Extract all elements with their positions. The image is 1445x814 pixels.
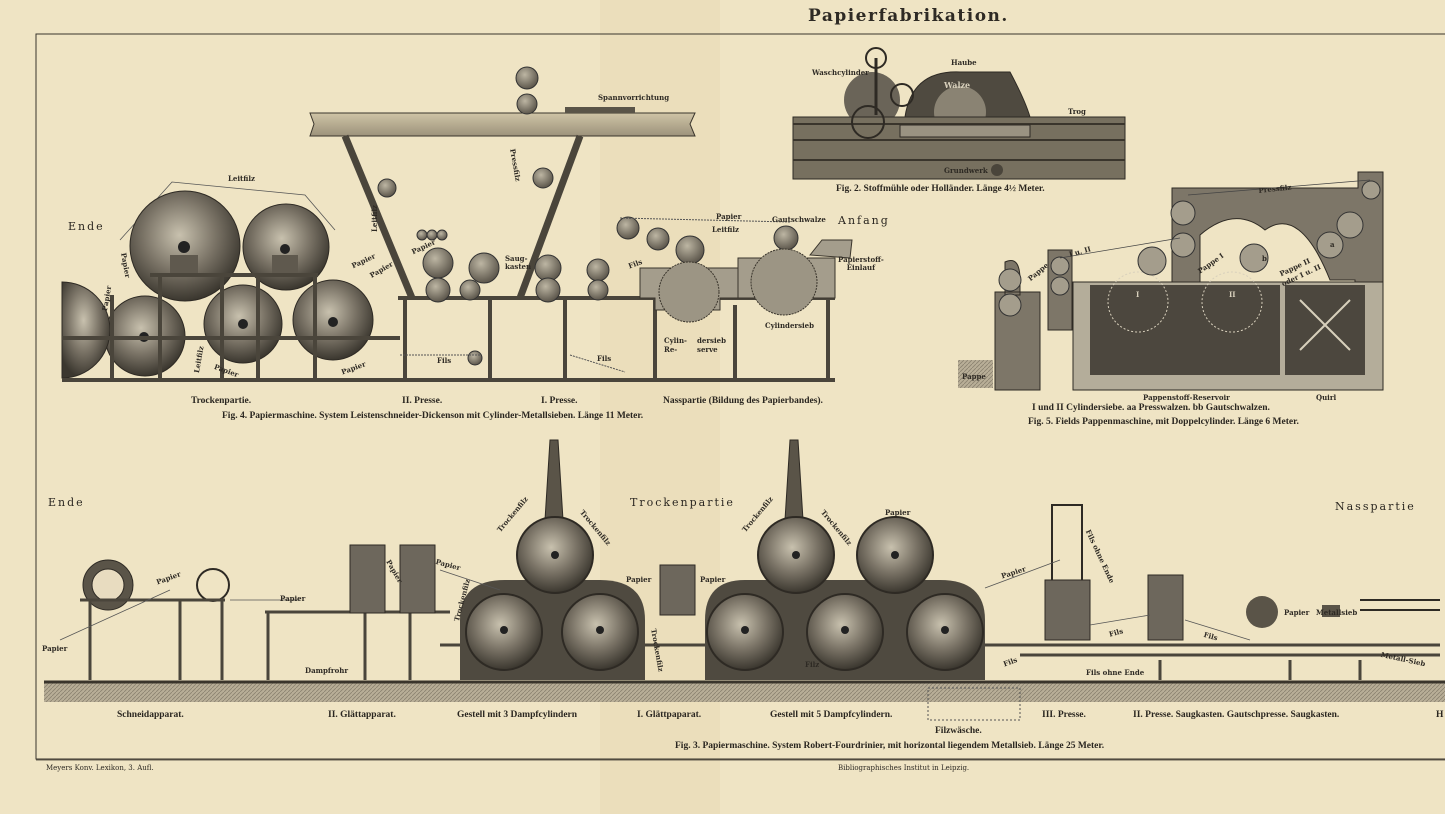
label-leitfilz: Leitfilz [712, 225, 739, 234]
label-fils: Fils [437, 356, 452, 365]
label-papierstoff-einlauf: Papierstoff-Einlauf [838, 256, 884, 272]
label-anfang: Anfang [838, 214, 890, 227]
label-reservoir: Pappenstoff-Reservoir [1143, 393, 1230, 402]
reserve-line4: serve [697, 345, 718, 354]
label-papier: Papier [716, 212, 742, 221]
label-papier: Papier [885, 508, 911, 517]
section-wet-end: II. Presse. Saugkasten. Gautschpresse. S… [1133, 710, 1340, 720]
footer-publisher: Meyers Konv. Lexikon, 3. Aufl. [46, 764, 154, 772]
section-ii-glaettapparat: II. Glättapparat. [328, 710, 396, 720]
label-cylinder-i: I [1136, 290, 1140, 299]
fig3-machine [44, 439, 1445, 721]
label-fils: Fils [597, 354, 612, 363]
section-gestell-5: Gestell mit 5 Dampfcylindern. [770, 710, 893, 720]
section-nasspartie: Nasspartie (Bildung des Papierbandes). [663, 396, 823, 406]
label-cylinder-ii: II [1229, 290, 1236, 299]
label-trockenpartie: Trockenpartie [630, 496, 735, 509]
reserve-line3: dersieb [697, 336, 726, 345]
label-leitfilz: Leitfilz [370, 205, 379, 232]
footer-institute: Bibliographisches Institut in Leipzig. [838, 764, 970, 772]
label-papier: Papier [1284, 608, 1310, 617]
saugkasten-line2: kasten [505, 262, 532, 271]
label-papier: Papier [42, 644, 68, 653]
fig2-caption: Fig. 2. Stoffmühle oder Holländer. Länge… [836, 184, 1045, 194]
label-fils-ohne-ende: Fils ohne Ende [1086, 668, 1145, 677]
section-gestell-3: Gestell mit 3 Dampfcylindern [457, 710, 578, 720]
einlauf-line2: Einlauf [846, 263, 876, 272]
fig5-legend: I und II Cylindersiebe. aa Presswalzen. … [1032, 403, 1270, 413]
section-cut: H [1436, 710, 1444, 720]
reserve-line1: Cylin- [664, 336, 687, 345]
fig4-machine [61, 66, 853, 382]
label-pappe-stack: Pappe [962, 372, 986, 381]
label-a: a [1330, 240, 1335, 249]
label-quirl: Quirl [1316, 393, 1337, 402]
section-trockenpartie: Trockenpartie. [191, 396, 252, 406]
label-trog: Trog [1068, 107, 1086, 116]
section-iii-presse: III. Presse. [1042, 710, 1086, 720]
label-filz: Filz [805, 660, 820, 669]
plate-border [35, 33, 1445, 760]
label-saugkasten: Saug-kasten [505, 255, 531, 271]
label-haube: Haube [951, 58, 977, 67]
label-dampfrohr: Dampfrohr [305, 666, 349, 675]
plate-title: Papierfabrikation. [808, 6, 1009, 26]
label-ende: Ende [68, 220, 105, 233]
label-leitfilz: Leitfilz [228, 174, 255, 183]
fig2-hollander [792, 47, 1126, 180]
label-waschcylinder: Waschcylinder [812, 68, 869, 77]
section-i-presse: I. Presse. [541, 396, 578, 406]
label-walze: Walze [944, 80, 971, 90]
label-nasspartie: Nasspartie [1335, 500, 1416, 513]
label-filzwaesche: Filzwäsche. [935, 726, 982, 736]
fig5-caption: Fig. 5. Fields Pappenmaschine, mit Doppe… [1028, 417, 1299, 427]
einlauf-line1: Papierstoff- [838, 255, 884, 264]
section-schneidapparat: Schneidapparat. [117, 710, 184, 720]
label-grundwerk: Grundwerk [944, 166, 988, 175]
label-spannvorrichtung: Spannvorrichtung [598, 93, 670, 102]
fig5-pappenmaschine [958, 171, 1384, 391]
reserve-line2: Re- [664, 345, 678, 354]
label-cylindersieb: Cylindersieb [765, 321, 815, 330]
label-metallsieb: Metallsieb [1316, 608, 1358, 617]
label-reserve-left: Cylin-Re- [664, 336, 687, 354]
fig4-caption: Fig. 4. Papiermaschine. System Leistensc… [222, 411, 644, 421]
label-papier: Papier [626, 575, 652, 584]
label-papier: Papier [700, 575, 726, 584]
label-ende: Ende [48, 496, 85, 509]
section-i-glaettapparat: I. Glättpaparat. [637, 710, 702, 720]
label-gautschwalze: Gautschwalze [772, 215, 826, 224]
fig3-caption: Fig. 3. Papiermaschine. System Robert-Fo… [675, 741, 1105, 751]
label-papier: Papier [280, 594, 306, 603]
section-ii-presse: II. Presse. [402, 396, 443, 406]
label-b: b [1262, 254, 1267, 263]
saugkasten-line1: Saug- [505, 254, 528, 263]
